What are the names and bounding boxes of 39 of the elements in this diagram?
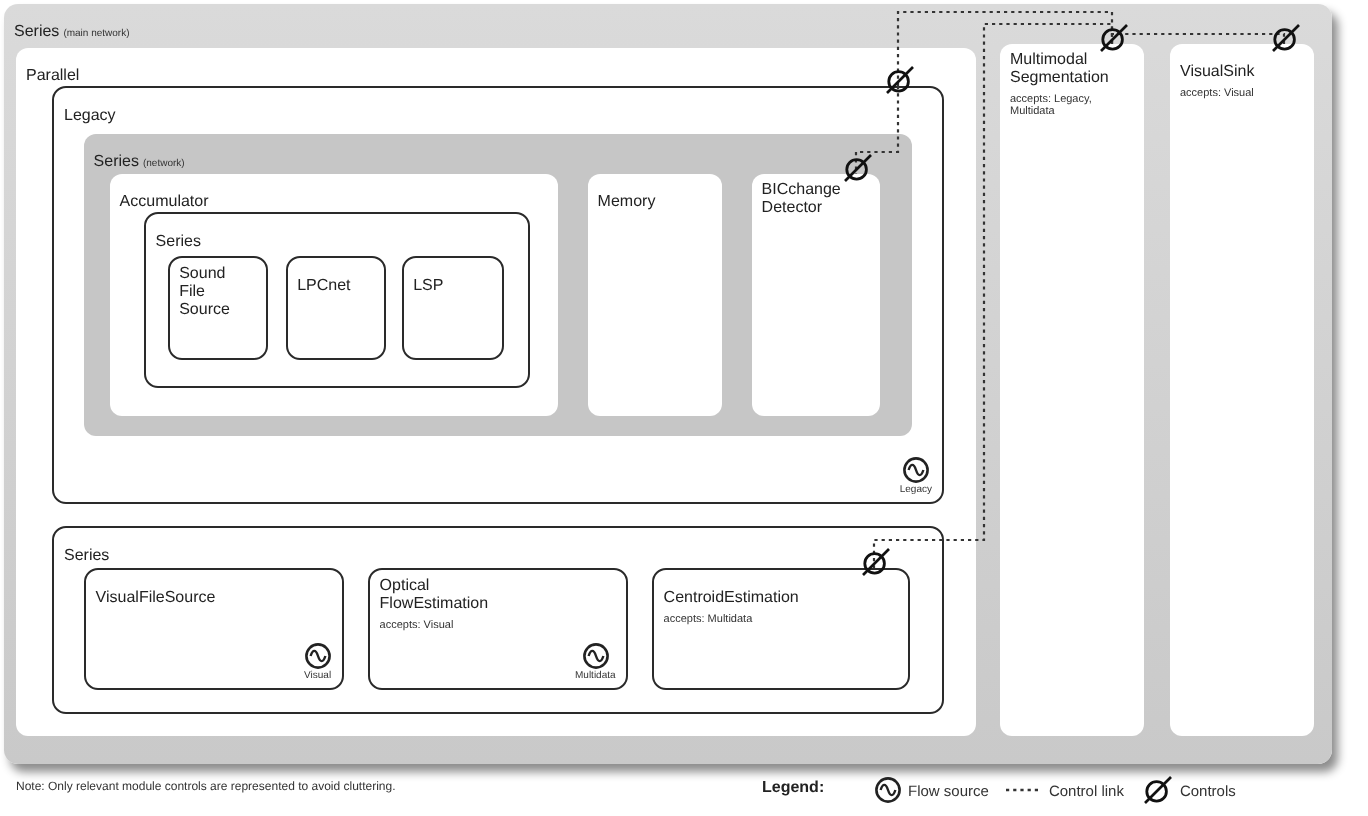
dotted-connector xyxy=(872,22,1114,568)
module-name: Optical FlowEstimation xyxy=(379,575,491,612)
outlined-group-box xyxy=(143,211,530,388)
outlined-group-box xyxy=(52,86,944,504)
dotted-connector xyxy=(1110,32,1286,44)
group-title: Series xyxy=(93,151,139,170)
module-box xyxy=(367,567,628,690)
module-name: LPCnet xyxy=(297,275,351,294)
group-title: Parallel xyxy=(26,66,80,84)
module-name: LSP xyxy=(413,275,444,294)
outlined-group-box xyxy=(52,526,944,714)
module-box xyxy=(167,255,268,360)
group-panel xyxy=(109,173,558,416)
module-name: Sound File Source xyxy=(179,263,232,318)
module-name: VisualFileSource xyxy=(95,587,216,606)
group-title: Series xyxy=(155,231,201,250)
module-name: VisualSink xyxy=(1180,62,1255,80)
group-panel xyxy=(4,4,1332,764)
module-panel xyxy=(587,173,722,416)
dotted-connector xyxy=(896,10,1114,86)
module-name: Memory xyxy=(597,191,656,210)
module-box xyxy=(83,567,344,690)
dotted-connector xyxy=(854,86,900,174)
module-box xyxy=(285,255,386,360)
group-title: Series xyxy=(14,22,60,40)
group-title: Accumulator xyxy=(119,191,209,210)
group-title: Legacy xyxy=(64,106,116,124)
module-panel xyxy=(1170,44,1314,736)
module-name: BICchange Detector xyxy=(761,179,843,216)
legend-heading: Legend: xyxy=(762,778,825,796)
group-panel xyxy=(16,48,976,736)
module-box xyxy=(401,255,504,360)
module-panel xyxy=(1000,44,1144,736)
module-name: CentroidEstimation xyxy=(663,587,799,606)
module-name: Multimodal Segmentation xyxy=(1010,50,1111,86)
group-title: Series xyxy=(64,546,110,564)
module-box xyxy=(651,567,910,690)
module-panel xyxy=(751,173,880,416)
group-panel xyxy=(83,133,912,436)
